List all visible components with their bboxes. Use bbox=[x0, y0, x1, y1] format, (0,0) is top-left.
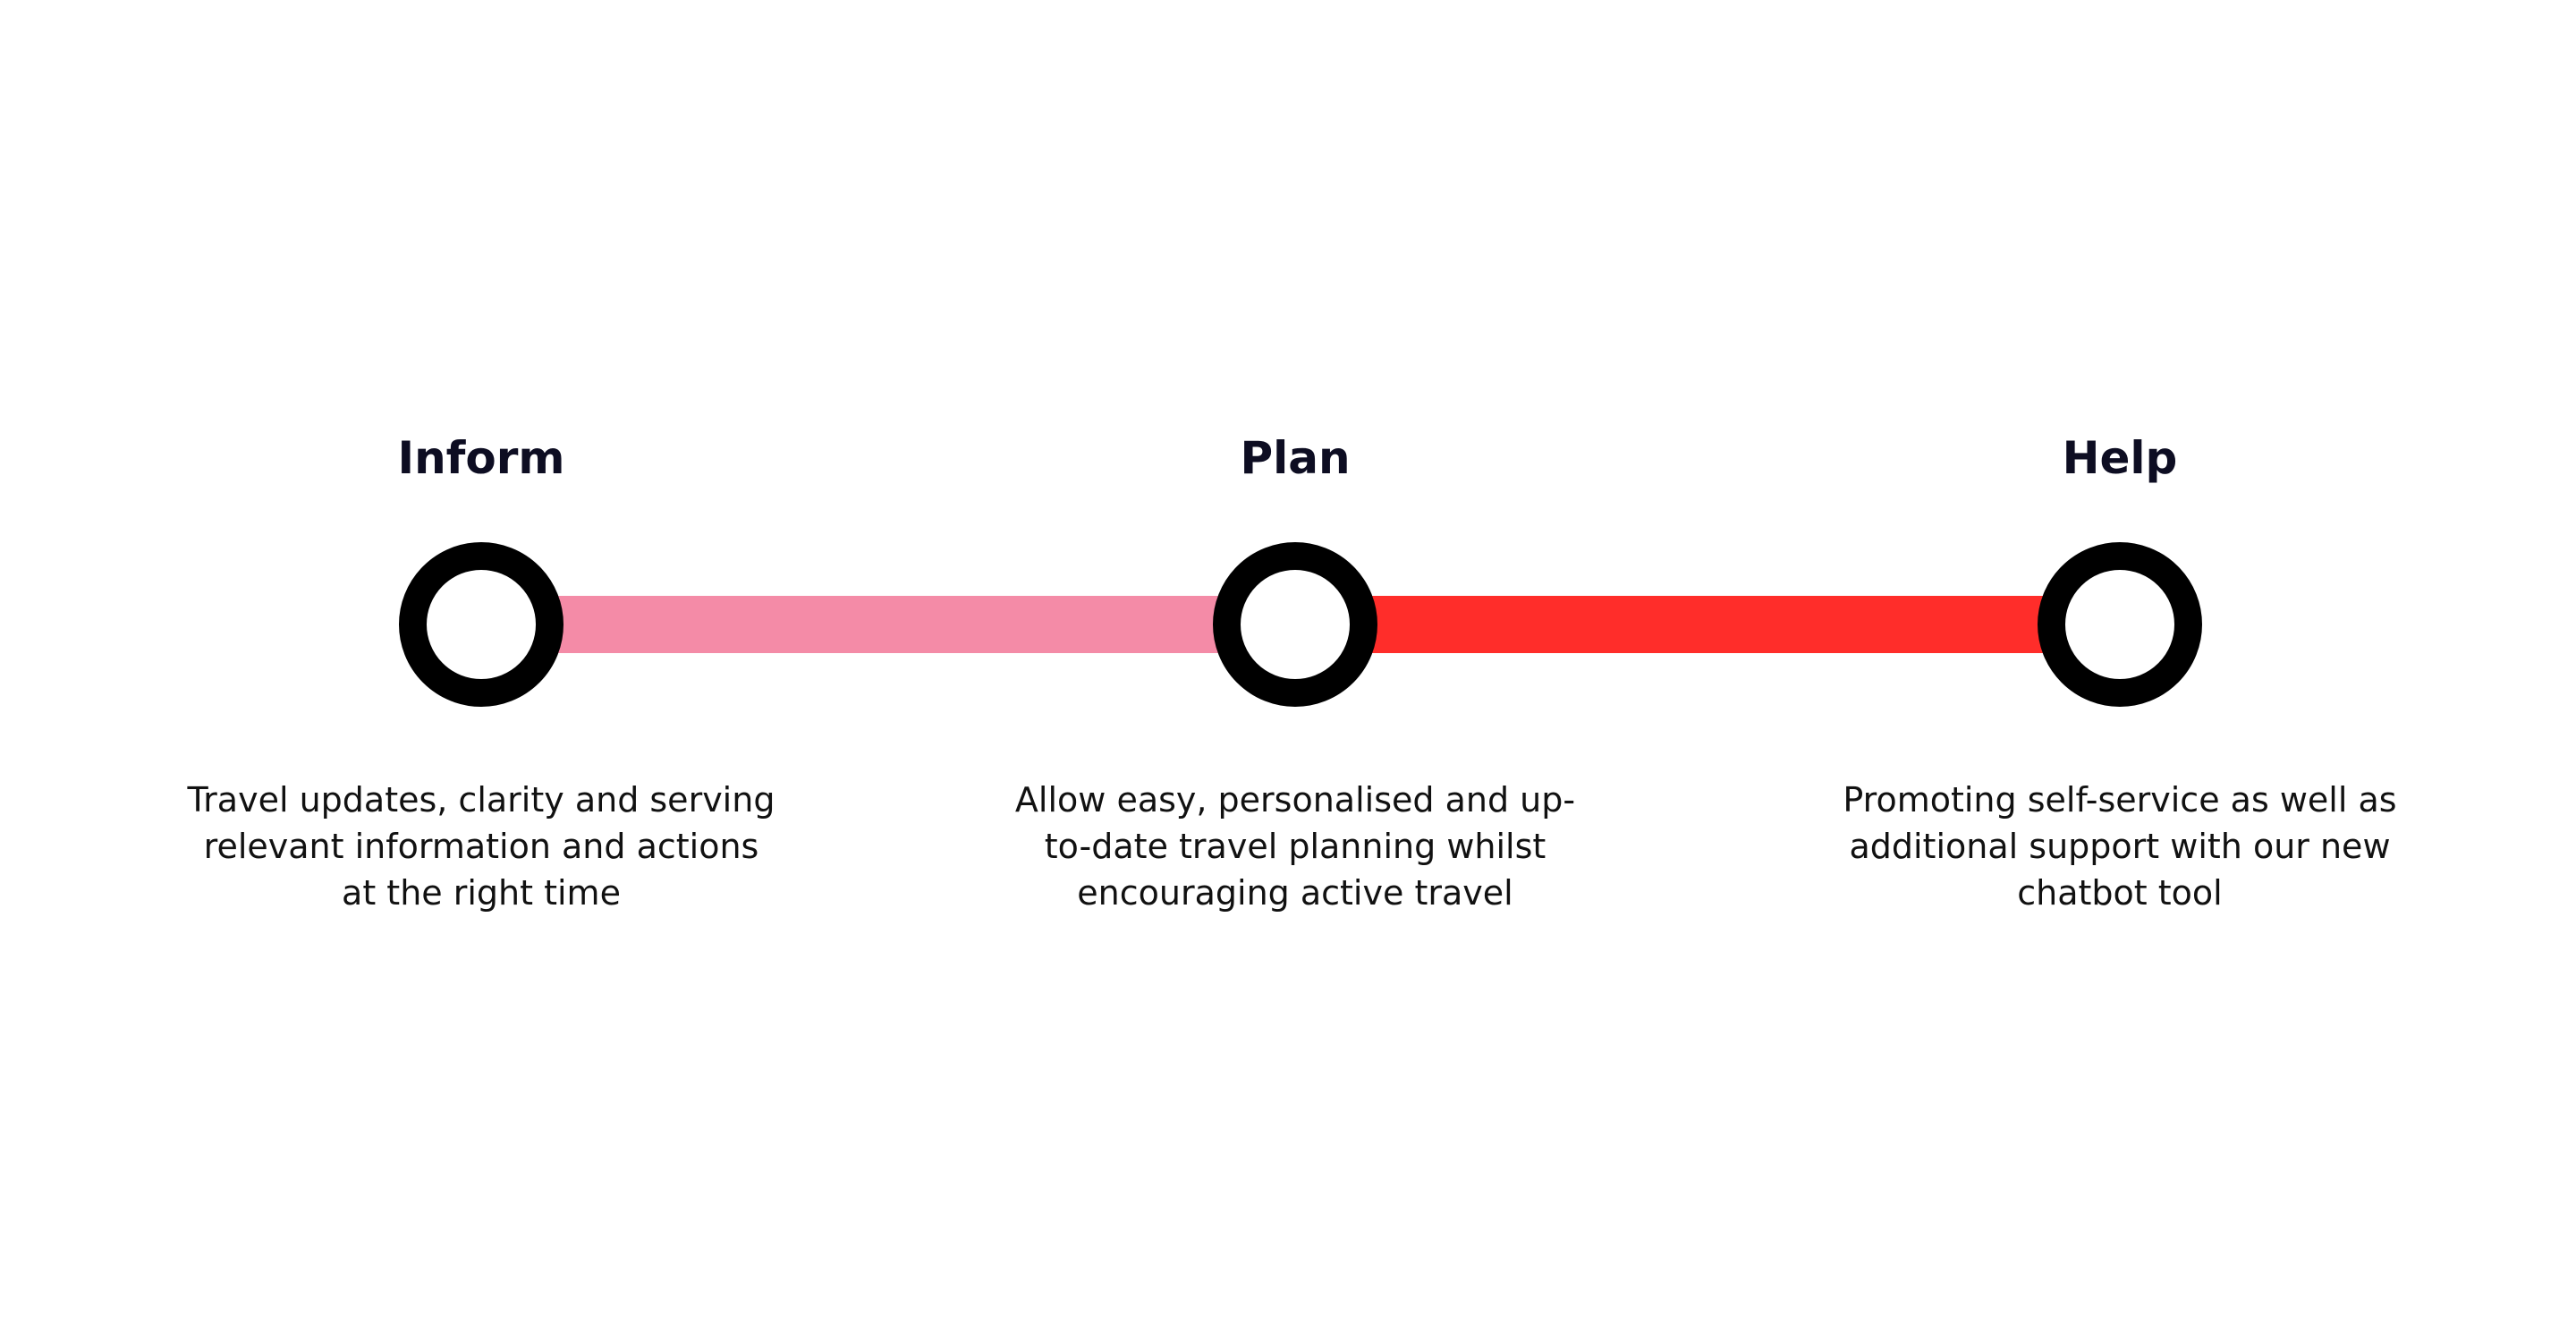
inform-description: Travel updates, clarity and serving rele… bbox=[168, 777, 794, 916]
help-description-line: Promoting self-service as well as bbox=[1843, 780, 2397, 820]
inform-node bbox=[399, 542, 564, 707]
inform-description-line: Travel updates, clarity and serving bbox=[187, 780, 775, 820]
help-description-line: chatbot tool bbox=[2017, 873, 2223, 913]
plan-description-line: Allow easy, personalised and up- bbox=[1014, 780, 1576, 820]
inform-description-line: relevant information and actions bbox=[203, 827, 759, 866]
inform-description-line: at the right time bbox=[342, 873, 621, 913]
connector-inform-plan bbox=[481, 596, 1295, 653]
help-node bbox=[2038, 542, 2202, 707]
connector-plan-help bbox=[1295, 596, 2120, 653]
inform-title: Inform bbox=[397, 432, 565, 484]
help-description-line: additional support with our new bbox=[1849, 827, 2391, 866]
plan-description-line: to-date travel planning whilst bbox=[1044, 827, 1546, 866]
plan-node bbox=[1213, 542, 1377, 707]
help-title: Help bbox=[2062, 432, 2178, 484]
plan-description-line: encouraging active travel bbox=[1077, 873, 1513, 913]
plan-title: Plan bbox=[1240, 432, 1351, 484]
help-description: Promoting self-service as well as additi… bbox=[1807, 777, 2433, 916]
plan-description: Allow easy, personalised and up- to-date… bbox=[982, 777, 1608, 916]
